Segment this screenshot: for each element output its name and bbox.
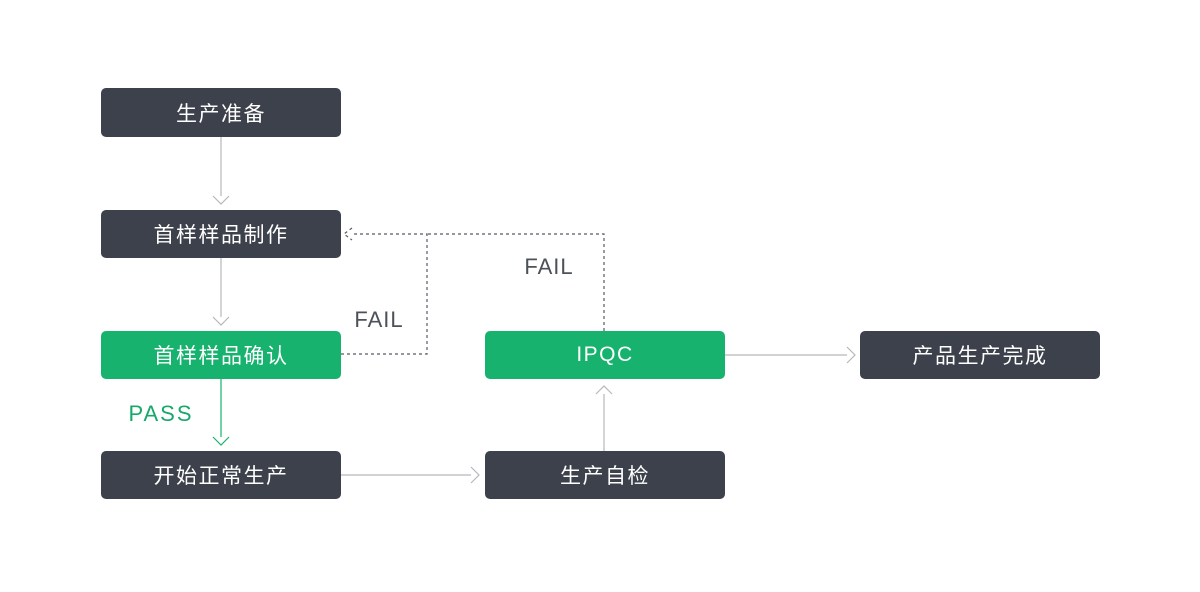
node-production-self-check: 生产自检 xyxy=(485,451,725,499)
node-first-sample-confirm-label: 首样样品确认 xyxy=(153,345,289,368)
node-start-normal-production: 开始正常生产 xyxy=(101,451,341,499)
node-first-sample-confirm: 首样样品确认 xyxy=(101,331,341,379)
edge-prep-to-make-arrowhead xyxy=(212,195,230,205)
edge-selfcheck-to-ipqc-arrowhead xyxy=(595,385,613,395)
edge-normal-to-selfcheck-arrowhead xyxy=(470,466,480,484)
edge-label-fail-ipqc: FAIL xyxy=(524,254,574,279)
edge-ipqc-to-complete-arrowhead xyxy=(846,346,856,364)
node-first-sample-making-label: 首样样品制作 xyxy=(153,224,289,247)
node-production-complete: 产品生产完成 xyxy=(860,331,1100,379)
node-production-prep-label: 生产准备 xyxy=(176,102,266,126)
node-first-sample-making: 首样样品制作 xyxy=(101,210,341,258)
edge-fail-ipqc-to-make xyxy=(427,233,605,331)
edge-label-fail-confirm: FAIL xyxy=(354,307,404,332)
node-start-normal-production-label: 开始正常生产 xyxy=(153,465,289,488)
node-ipqc-label: IPQC xyxy=(576,343,634,366)
edge-fail-confirm-to-make xyxy=(341,233,428,355)
edge-label-pass: PASS xyxy=(128,401,194,426)
node-ipqc: IPQC xyxy=(485,331,725,379)
edge-confirm-to-normal-arrowhead xyxy=(212,436,230,446)
edge-fail-arrowhead xyxy=(343,227,353,241)
node-production-self-check-label: 生产自检 xyxy=(560,465,650,488)
edge-make-to-confirm-arrowhead xyxy=(212,316,230,326)
node-production-prep: 生产准备 xyxy=(101,88,341,137)
node-production-complete-label: 产品生产完成 xyxy=(912,345,1048,368)
